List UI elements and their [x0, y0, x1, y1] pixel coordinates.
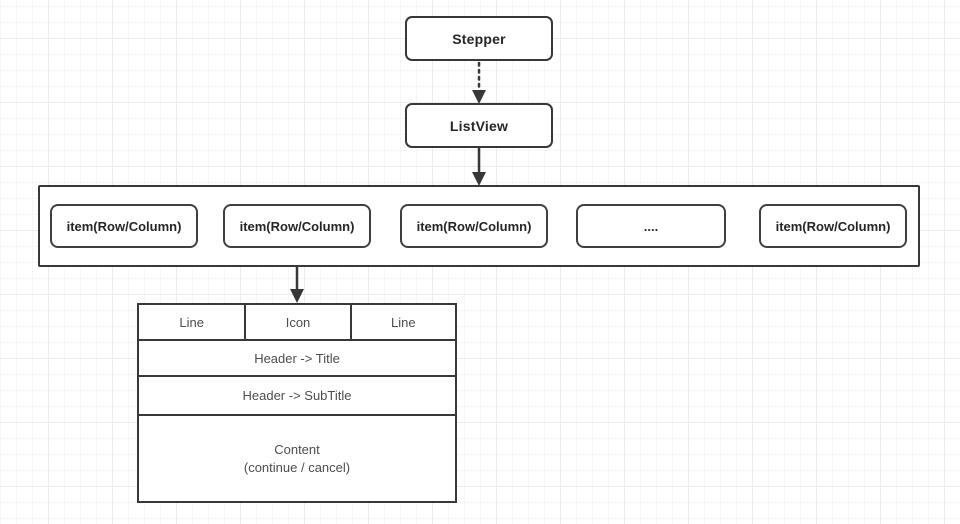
list-item-label: item(Row/Column)	[416, 218, 532, 234]
list-item-5: item(Row/Column)	[759, 204, 907, 248]
list-item-3: item(Row/Column)	[400, 204, 548, 248]
arrowhead-listview-container	[472, 172, 486, 186]
card-content-line2: (continue / cancel)	[243, 459, 351, 475]
card-cell-icon: Icon	[244, 305, 349, 339]
card-title-row: Header -> Title	[139, 341, 455, 377]
card-content-row: Content (continue / cancel)	[139, 416, 455, 501]
card-title-label: Header -> Title	[254, 350, 340, 366]
card-subtitle-label: Header -> SubTitle	[242, 388, 352, 403]
list-item-label: item(Row/Column)	[775, 218, 891, 234]
arrowhead-stepper-listview	[472, 90, 486, 104]
list-item-label: ....	[643, 218, 659, 234]
card-subtitle-row: Header -> SubTitle	[139, 377, 455, 416]
node-listview-label: ListView	[449, 117, 509, 134]
arrowhead-item2-card	[290, 289, 304, 303]
list-item-1: item(Row/Column)	[50, 204, 198, 248]
node-stepper: Stepper	[405, 16, 553, 61]
item-structure-card: Line Icon Line Header -> Title Header ->…	[137, 303, 457, 503]
card-cell-line-left: Line	[139, 305, 244, 339]
list-item-2: item(Row/Column)	[223, 204, 371, 248]
card-cell-label: Line	[179, 314, 204, 330]
card-cell-line-right: Line	[349, 305, 455, 339]
card-content-line1: Content	[274, 441, 320, 457]
list-item-label: item(Row/Column)	[239, 218, 355, 234]
card-top-row: Line Icon Line	[139, 305, 455, 341]
list-item-label: item(Row/Column)	[66, 218, 182, 234]
list-item-ellipsis: ....	[576, 204, 726, 248]
card-cell-label: Line	[391, 314, 416, 330]
card-cell-label: Icon	[285, 314, 311, 330]
node-stepper-label: Stepper	[452, 30, 506, 47]
node-listview: ListView	[405, 103, 553, 148]
